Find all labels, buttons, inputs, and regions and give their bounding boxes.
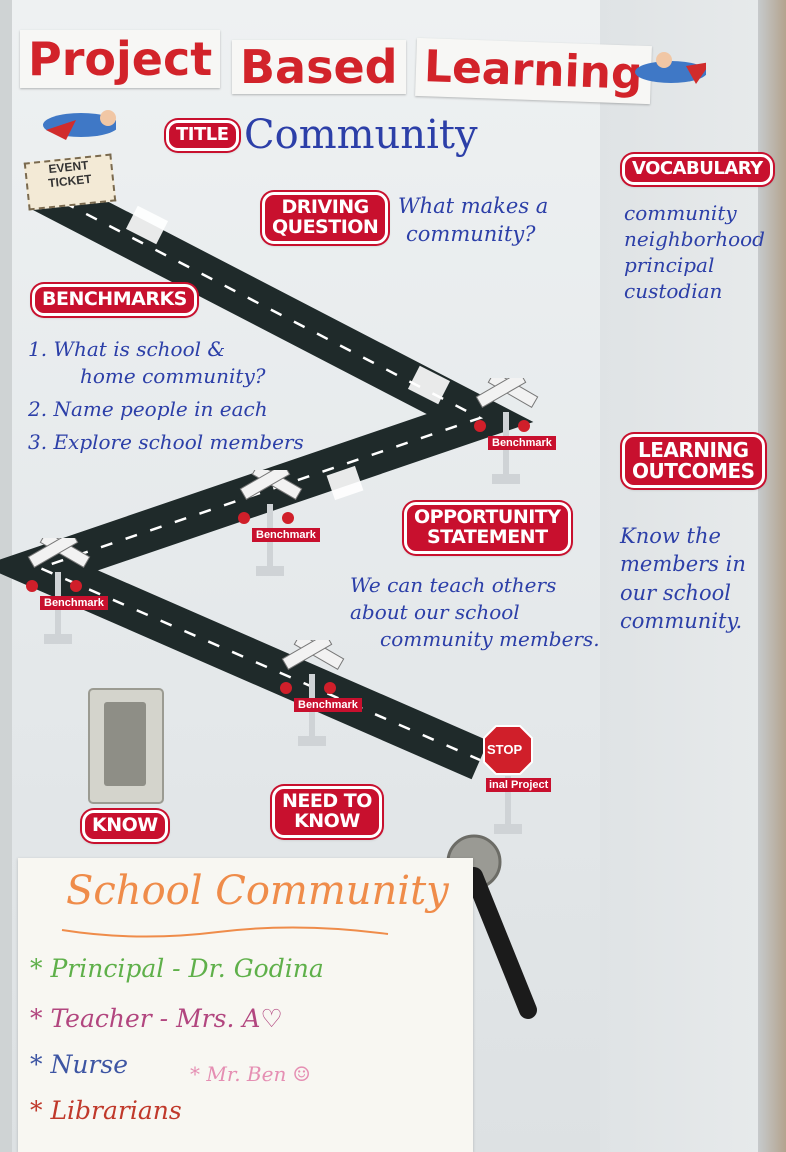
benchmark-sign-label: Benchmark xyxy=(252,528,320,542)
stop-sign: STOP inal Project xyxy=(482,724,552,840)
chart-item-teacher: * Teacher - Mrs. A♡ xyxy=(30,1004,283,1033)
opportunity-statement-label: OPPORTUNITY STATEMENT xyxy=(404,502,571,554)
opportunity-line-3: community members. xyxy=(380,627,600,651)
driving-question-label-line1: DRIVING xyxy=(281,196,370,218)
superhero-girl-icon xyxy=(635,52,706,84)
benchmark-item-3: 3. Explore school members xyxy=(28,430,304,454)
title-word-learning: Learning xyxy=(415,37,652,105)
driving-question-label-line2: QUESTION xyxy=(272,215,379,238)
opportunity-label-line2: STATEMENT xyxy=(426,525,548,548)
driving-question-line1: What makes a xyxy=(398,194,549,218)
learning-outcomes-text: Know the members in our school community… xyxy=(620,522,746,635)
opportunity-label-line1: OPPORTUNITY xyxy=(414,506,561,528)
title-word-project: Project xyxy=(20,30,221,88)
outcome-line-3: our school xyxy=(620,580,731,605)
vocabulary-list: community neighborhood principal custodi… xyxy=(624,200,765,304)
benchmarks-label: BENCHMARKS xyxy=(32,284,197,316)
benchmark-item-1-cont: home community? xyxy=(80,364,266,388)
benchmark-sign-label: Benchmark xyxy=(294,698,362,712)
outcome-line-1: Know the xyxy=(620,524,721,548)
wall-edge xyxy=(758,0,786,1152)
benchmark-item-1: 1. What is school & xyxy=(28,337,226,361)
vocab-word-1: community xyxy=(624,201,737,225)
side-board-panel xyxy=(600,0,786,1152)
chart-title: School Community xyxy=(66,868,449,914)
driving-question-label: DRIVING QUESTION xyxy=(262,192,389,244)
chart-item-nurse: * Nurse xyxy=(30,1050,128,1079)
opportunity-statement-text: We can teach others about our school com… xyxy=(350,572,600,653)
benchmark-item-2: 2. Name people in each xyxy=(28,397,268,421)
light-switch-rocker xyxy=(104,702,146,786)
know-label: KNOW xyxy=(82,810,168,842)
driving-question-line2: community? xyxy=(406,222,536,247)
outcome-line-2: members in xyxy=(620,552,746,577)
benchmark-sign-2: Benchmark xyxy=(236,470,320,582)
vocab-word-2: neighborhood xyxy=(624,227,765,251)
light-switch xyxy=(88,688,164,804)
chart-underline xyxy=(61,926,389,938)
benchmarks-list: 1. What is school & home community? 2. N… xyxy=(28,336,304,456)
chart-item-mr-ben: * Mr. Ben ☺ xyxy=(190,1062,311,1086)
vocabulary-label: VOCABULARY xyxy=(622,154,773,185)
railroad-crossing-icon xyxy=(26,538,91,644)
benchmark-sign-label: Benchmark xyxy=(488,436,556,450)
railroad-crossing-icon xyxy=(474,378,539,484)
driving-question-text: What makes a community? xyxy=(398,192,548,249)
outcome-line-4: community. xyxy=(620,609,743,634)
school-community-chart: School Community * Principal - Dr. Godin… xyxy=(18,858,473,1152)
chart-item-principal: * Principal - Dr. Godina xyxy=(30,954,324,983)
railroad-crossing-icon xyxy=(238,470,303,576)
vocab-word-4: custodian xyxy=(624,279,723,303)
chart-item-librarians: * Librarians xyxy=(30,1096,182,1125)
need-to-know-line1: NEED TO xyxy=(282,790,372,812)
benchmark-sign-1: Benchmark xyxy=(472,378,556,490)
stop-sign-text: STOP xyxy=(487,742,523,757)
event-ticket: EVENT TICKET xyxy=(23,153,117,211)
opportunity-line-2: about our school xyxy=(350,600,520,624)
final-project-label: inal Project xyxy=(486,778,552,792)
learning-outcomes-line2: OUTCOMES xyxy=(632,459,755,483)
title-word-based: Based xyxy=(232,40,406,94)
learning-outcomes-line1: LEARNING xyxy=(637,438,749,462)
benchmark-sign-4: Benchmark xyxy=(278,640,362,752)
benchmark-sign-3: Benchmark xyxy=(24,538,108,650)
stop-sign-icon xyxy=(483,725,533,834)
need-to-know-line2: KNOW xyxy=(294,809,360,832)
title-value: Community xyxy=(244,112,478,158)
need-to-know-label: NEED TO KNOW xyxy=(272,786,382,838)
learning-outcomes-label: LEARNING OUTCOMES xyxy=(622,434,765,488)
vocab-word-3: principal xyxy=(624,253,715,277)
superhero-girl-icon xyxy=(43,110,116,140)
title-label: TITLE xyxy=(166,120,239,151)
opportunity-line-1: We can teach others xyxy=(350,573,557,597)
railroad-crossing-icon xyxy=(280,640,345,746)
benchmark-sign-label: Benchmark xyxy=(40,596,108,610)
